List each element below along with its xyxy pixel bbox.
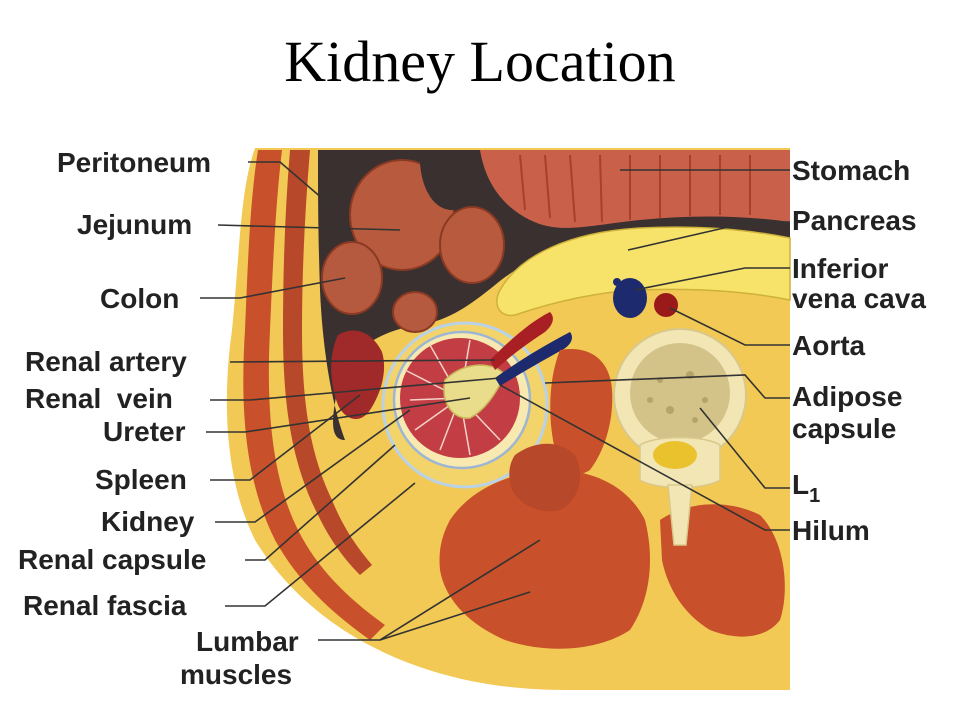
leader-pancreas [627, 221, 790, 251]
label-hilum: Hilum [792, 515, 870, 546]
jejunum-loop-3 [419, 150, 481, 211]
label-l1: L1 [792, 469, 820, 507]
leader-adipose [544, 374, 790, 399]
label-l1-subscript: 1 [809, 485, 820, 507]
label-renal-fascia: Renal fascia [23, 590, 187, 621]
inferior-vena-cava [613, 278, 647, 318]
leader-aorta [669, 307, 790, 346]
label-ivc-line2: vena cava [792, 283, 926, 314]
page-title: Kidney Location [284, 29, 676, 94]
lumbar-muscle-mass-2 [660, 504, 785, 637]
leader-renal-fascia [225, 482, 416, 607]
leader-renal-vein [210, 377, 501, 401]
leader-renal-artery [229, 359, 496, 363]
renal-artery-vessel [490, 312, 553, 370]
label-kidney: Kidney [101, 506, 195, 537]
label-renal-artery: Renal artery [25, 346, 187, 377]
vertebral-body-spongy [630, 343, 730, 443]
label-lumbar-line2: muscles [180, 659, 292, 690]
label-renal-capsule: Renal capsule [18, 544, 206, 575]
spleen [331, 330, 385, 420]
abdominal-wall-muscle [243, 150, 385, 640]
leader-renal-capsule [245, 444, 396, 561]
leader-ureter [206, 397, 471, 433]
label-pancreas: Pancreas [792, 205, 917, 236]
small-vessel [613, 278, 621, 286]
label-lumbar-line1: Lumbar [196, 626, 299, 657]
spinal-cord [653, 441, 697, 469]
leader-jejunum [217, 224, 401, 231]
leader-colon [200, 277, 346, 299]
label-jejunum: Jejunum [77, 209, 192, 240]
jejunum-loop-2 [439, 206, 505, 284]
leader-peritoneum [248, 161, 331, 206]
labels: Peritoneum Jejunum Colon Renal artery Re… [18, 147, 926, 690]
leader-ivc [634, 267, 790, 291]
label-stomach: Stomach [792, 155, 910, 186]
stomach [480, 150, 790, 228]
label-adipose-line1: Adipose [792, 381, 902, 412]
aorta [654, 293, 678, 317]
leader-l1 [699, 407, 790, 489]
leader-spleen [210, 394, 361, 481]
colon [321, 241, 383, 315]
label-ivc-line1: Inferior [792, 253, 889, 284]
label-renal-vein: Renal vein [25, 383, 173, 414]
pancreas [496, 226, 791, 317]
label-adipose-line2: capsule [792, 413, 896, 444]
label-ureter: Ureter [103, 416, 186, 447]
label-spleen: Spleen [95, 464, 187, 495]
small-intestine-loop [392, 291, 438, 333]
label-peritoneum: Peritoneum [57, 147, 211, 178]
quadratus-muscle [509, 443, 580, 512]
abdominal-wall-muscle-inner [283, 150, 372, 575]
label-l1-letter: L [792, 469, 809, 500]
leader-kidney [215, 409, 411, 523]
leader-hilum [499, 384, 790, 531]
label-aorta: Aorta [792, 330, 866, 361]
leader-lumbar-2 [379, 591, 531, 641]
leader-lines [200, 161, 790, 641]
renal-vein-vessel [495, 332, 573, 386]
label-colon: Colon [100, 283, 179, 314]
cross-section-illustration [226, 148, 791, 690]
